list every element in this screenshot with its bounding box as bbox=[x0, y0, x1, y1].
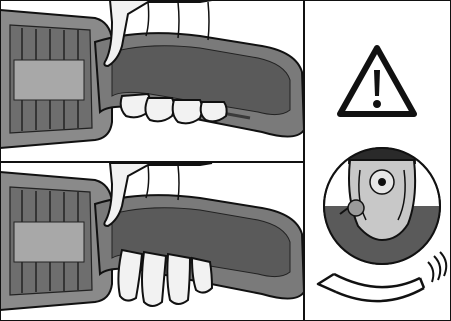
grinder-motor-housing bbox=[0, 10, 112, 148]
hand-fingers-extended bbox=[118, 250, 212, 306]
grinder-motor-housing bbox=[0, 172, 112, 310]
grip-incorrect-panel bbox=[0, 163, 304, 310]
warning-rotation-panel bbox=[318, 48, 450, 301]
grinding-disc bbox=[320, 148, 450, 276]
grip-correct-panel bbox=[0, 0, 304, 148]
grinder-handle bbox=[95, 33, 304, 136]
warning-triangle-icon bbox=[340, 48, 414, 114]
